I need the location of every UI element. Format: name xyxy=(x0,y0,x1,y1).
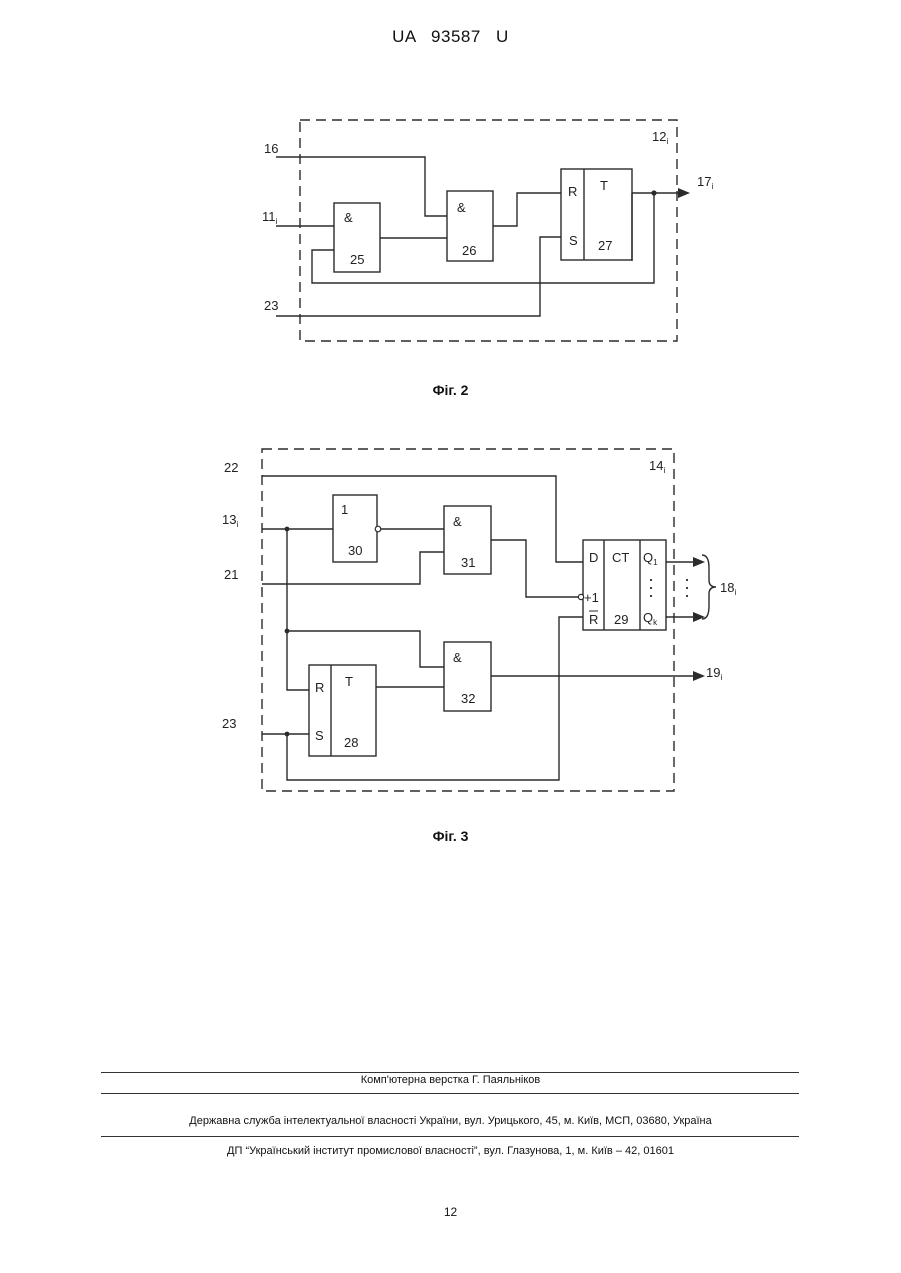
q1-arrow xyxy=(693,557,705,567)
output-label-18: 18 xyxy=(720,580,734,595)
counter-29-number: 29 xyxy=(614,612,628,627)
svg-text:Qk: Qk xyxy=(643,610,658,627)
layout-credit: Комп'ютерна верстка Г. Паяльніков xyxy=(0,1074,901,1086)
svg-text:Q1: Q1 xyxy=(643,550,658,567)
wire-31-29 xyxy=(491,540,578,597)
counter-input-bubble xyxy=(578,594,583,599)
counter-29-q1: Q xyxy=(643,550,653,565)
gate-31-number: 31 xyxy=(461,555,475,570)
trigger-28-t: T xyxy=(345,674,353,689)
output-label-19: 19 xyxy=(706,665,720,680)
figure-3-caption: Фіг. 3 xyxy=(0,828,901,844)
block-14-boundary xyxy=(262,449,674,791)
wire-22 xyxy=(262,476,583,562)
gate-30-symbol: 1 xyxy=(341,502,348,517)
wire-13-bus xyxy=(287,529,309,690)
counter-29-r: R xyxy=(589,612,598,627)
gate-32-number: 32 xyxy=(461,691,475,706)
agency-address: Державна служба інтелектуальної власност… xyxy=(0,1115,901,1127)
inverter-bubble xyxy=(375,526,381,532)
counter-29-qk: Q xyxy=(643,610,653,625)
block-label-14: 14 xyxy=(649,458,663,473)
counter-29-plus1: +1 xyxy=(584,590,599,605)
svg-text:14i: 14i xyxy=(649,458,665,475)
gate-30-number: 30 xyxy=(348,543,362,558)
institute-address: ДП “Український інститут промислової вла… xyxy=(0,1145,901,1157)
input-label-21: 21 xyxy=(224,567,238,582)
svg-text:13i: 13i xyxy=(222,512,238,529)
trigger-28-number: 28 xyxy=(344,735,358,750)
counter-29-ct: CT xyxy=(612,550,629,565)
brace-18 xyxy=(702,555,716,619)
footer-rule-top xyxy=(101,1072,799,1073)
page-number: 12 xyxy=(0,1205,901,1219)
counter-29-d: D xyxy=(589,550,598,565)
wire-bus-32 xyxy=(287,631,444,667)
footer-rule-bottom xyxy=(101,1136,799,1137)
out19-arrow xyxy=(693,671,705,681)
figure-3-diagram: 22 13i 21 23 14i 18i 19i 1 30 & 31 & 32 … xyxy=(0,0,901,800)
input-label-13: 13 xyxy=(222,512,236,527)
trigger-28-r: R xyxy=(315,680,324,695)
input-label-23: 23 xyxy=(222,716,236,731)
input-label-22: 22 xyxy=(224,460,238,475)
gate-31-symbol: & xyxy=(453,514,462,529)
svg-text:19i: 19i xyxy=(706,665,722,682)
footer-rule-middle xyxy=(101,1093,799,1094)
trigger-28-s: S xyxy=(315,728,324,743)
gate-32-symbol: & xyxy=(453,650,462,665)
svg-text:18i: 18i xyxy=(720,580,736,597)
qk-arrow xyxy=(693,612,705,622)
